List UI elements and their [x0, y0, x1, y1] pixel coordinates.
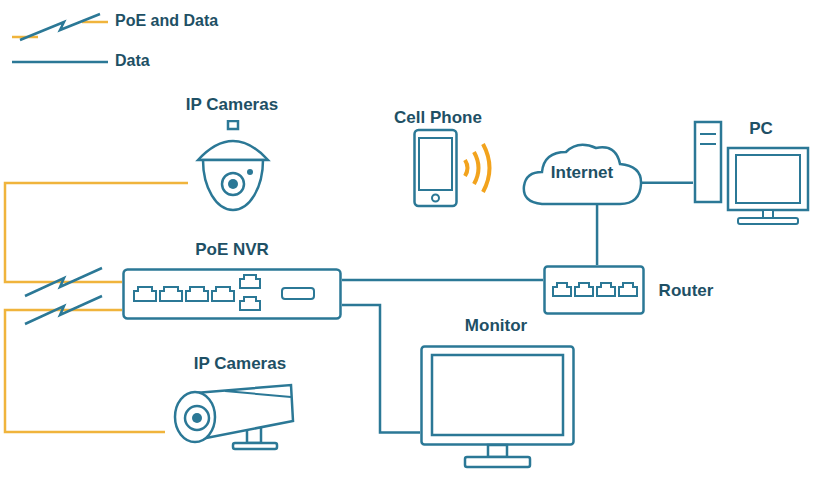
cable — [5, 183, 188, 282]
legend-data-sample — [12, 61, 108, 64]
cable — [5, 310, 165, 432]
cell-phone-icon — [413, 128, 498, 210]
device-label: PoE NVR — [195, 241, 269, 260]
cable — [596, 204, 599, 265]
legend-text: PoE and Data — [115, 12, 218, 30]
poe-nvr-icon — [122, 268, 342, 320]
router: Router — [543, 265, 645, 315]
monitor-icon — [420, 345, 575, 470]
internet-cloud: Internet — [520, 140, 645, 208]
pc: PC — [693, 120, 811, 227]
poe-nvr: PoE NVR — [122, 268, 342, 320]
monitor: Monitor — [420, 345, 575, 470]
cell-phone: Cell Phone — [413, 128, 498, 210]
bullet-camera-icon — [165, 383, 297, 453]
legend-poe-sample — [12, 14, 108, 40]
cable — [342, 305, 420, 433]
device-label: Internet — [551, 164, 613, 183]
device-label: Monitor — [465, 317, 527, 336]
cable — [342, 279, 543, 282]
bullet-camera: IP Cameras — [165, 383, 297, 453]
legend-text: Data — [115, 52, 150, 70]
device-label: IP Cameras — [194, 355, 286, 374]
poe-bolt — [25, 268, 102, 296]
dome-camera: IP Cameras — [188, 120, 278, 217]
poe-bolt — [25, 296, 102, 324]
cable — [641, 182, 693, 185]
router-icon — [543, 265, 645, 315]
dome-camera-icon — [188, 120, 278, 217]
device-label: Cell Phone — [394, 109, 482, 128]
device-label: PC — [749, 120, 773, 139]
device-label: IP Cameras — [186, 96, 278, 115]
device-label: Router — [659, 282, 714, 301]
